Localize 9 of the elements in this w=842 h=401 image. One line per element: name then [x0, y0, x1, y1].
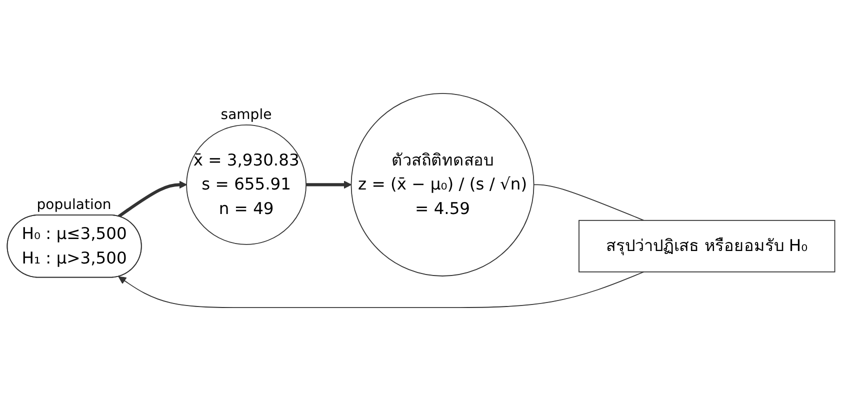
- node-caption: population: [36, 196, 112, 213]
- arrow: [306, 180, 352, 189]
- node-caption: sample: [220, 106, 272, 123]
- connector: [533, 184, 644, 221]
- node-circle: ตัวสถิติทดสอบ z = (x̄ − μ₀) / (s / √n) = 4.59: [350, 92, 534, 276]
- node-box: สรุปว่าปฏิเสธ หรือยอมรับ H₀: [578, 220, 836, 272]
- arrow: [118, 180, 187, 218]
- node-circle: x̄ = 3,930.83 s = 655.91 n = 49: [186, 124, 307, 245]
- arrow: [118, 271, 644, 308]
